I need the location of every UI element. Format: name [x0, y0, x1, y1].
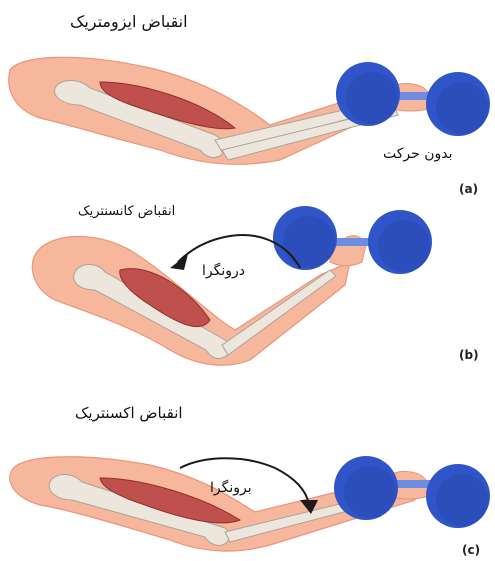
dumbbell-shade-left-c — [344, 466, 396, 518]
dumbbell-shade-left-a — [346, 72, 398, 124]
panel-b-title: انقباض کانسنتریک — [78, 204, 175, 219]
dumbbell-shade-right-b — [378, 220, 430, 272]
panel-c-note: برونگرا — [210, 480, 252, 496]
panel-a-label: (a) — [459, 182, 478, 196]
bone-forearm-b — [222, 270, 336, 355]
dumbbell-shade-right-c — [436, 474, 488, 526]
panel-a-title: انقباض ایزومتریک — [70, 12, 188, 31]
panel-a-note: بدون حرکت — [383, 146, 453, 162]
arrowhead-b — [170, 254, 188, 270]
dumbbell-shade-right-a — [436, 82, 488, 134]
panel-b-note: درونگرا — [202, 263, 245, 279]
dumbbell-shade-left-b — [283, 216, 335, 268]
panel-b-label: (b) — [459, 348, 479, 362]
panel-c-label: (c) — [462, 543, 480, 557]
panel-c-title: انقباض اکسنتریک — [75, 404, 183, 422]
